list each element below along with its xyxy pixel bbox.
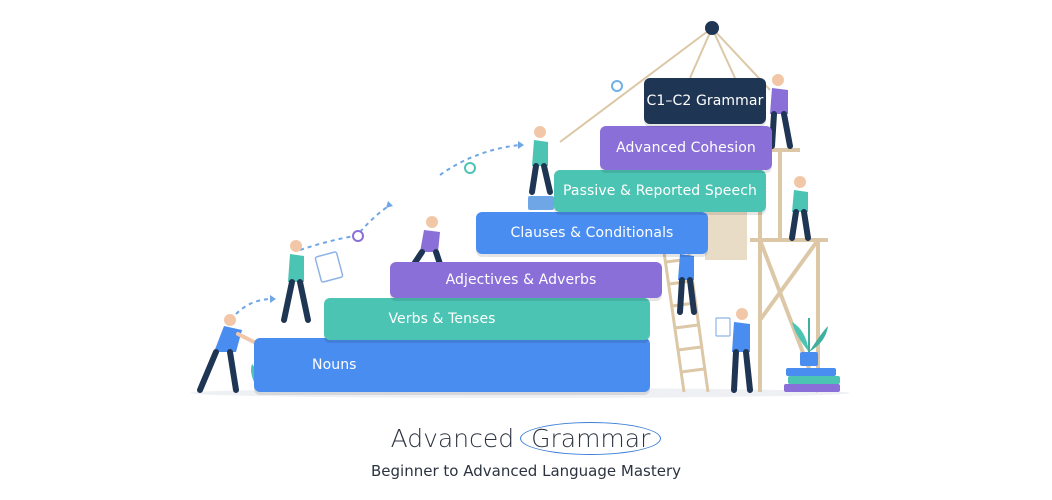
step-label: Verbs & Tenses [388, 311, 496, 327]
arrow-head-icon [518, 141, 524, 149]
step-nouns: Nouns [254, 338, 650, 392]
person-kneeling-icon [411, 216, 443, 267]
wooden-crate [705, 212, 747, 260]
person-pushing-icon [197, 314, 256, 393]
step-label: Clauses & Conditionals [510, 225, 674, 241]
step-passive-reported-speech: Passive & Reported Speech [554, 170, 766, 212]
arrow-head-icon [270, 295, 276, 303]
potted-plant-icon [792, 318, 828, 366]
person-with-document-icon [281, 240, 344, 323]
person-on-scaffold-icon [789, 176, 811, 241]
step-label: Passive & Reported Speech [562, 183, 757, 199]
arrow-head-icon [386, 201, 393, 208]
milestone-dot [464, 162, 476, 174]
person-reading-icon [715, 308, 753, 393]
step-label: Adjectives & Adverbs [445, 272, 597, 288]
title-part-advanced: Advanced [390, 424, 515, 453]
step-label: Advanced Cohesion [616, 140, 756, 156]
step-label: Nouns [312, 357, 357, 373]
person-at-top-icon [769, 74, 793, 149]
step-label: C1–C2 Grammar [646, 93, 764, 109]
step-c1-c2-grammar: C1–C2 Grammar [644, 78, 766, 124]
pulley [559, 21, 771, 143]
step-advanced-cohesion: Advanced Cohesion [600, 126, 772, 170]
scaffold [750, 148, 828, 393]
step-clauses-conditionals: Clauses & Conditionals [476, 212, 708, 254]
step-adjectives-adverbs: Adjectives & Adverbs [390, 262, 662, 298]
title-part-grammar: Grammar [520, 422, 662, 455]
page-subtitle: Beginner to Advanced Language Mastery [371, 462, 681, 480]
progress-path [235, 144, 521, 315]
book-stack-icon [784, 368, 840, 392]
milestone-dot [352, 230, 364, 242]
person-pulling-rope-icon [528, 126, 554, 210]
step-verbs-tenses: Verbs & Tenses [324, 298, 650, 340]
